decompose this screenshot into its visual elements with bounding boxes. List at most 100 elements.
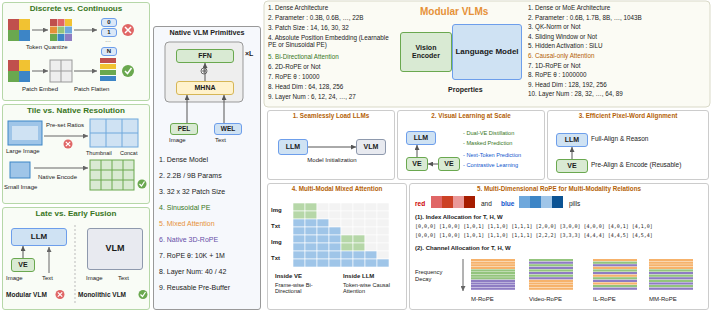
annotation: Properties bbox=[448, 86, 483, 94]
channel-bar bbox=[593, 275, 637, 277]
channel-bar bbox=[649, 269, 693, 271]
decoration bbox=[34, 168, 88, 169]
decoration bbox=[10, 162, 30, 178]
attention-cell bbox=[377, 203, 389, 211]
attention-cell bbox=[365, 227, 377, 235]
channel-bar bbox=[471, 280, 515, 282]
arrow-connector bbox=[205, 63, 206, 81]
channel-bar bbox=[593, 262, 637, 264]
decoration bbox=[125, 27, 131, 33]
decoration bbox=[463, 259, 464, 291]
panel-title: 3. Efficient Pixel-Word Alignment bbox=[548, 113, 708, 120]
annotation: Concat bbox=[120, 150, 137, 156]
box-label: 1 bbox=[107, 29, 110, 36]
box-label: VLM bbox=[364, 143, 379, 151]
annotation: (2). Channel Allocation for T, H, W bbox=[415, 245, 511, 252]
annotation: Inside LLM bbox=[343, 273, 374, 280]
annotation: - Next-Token Prediction bbox=[463, 152, 521, 158]
box-label: LLM bbox=[31, 233, 47, 242]
labeled-box: PEL bbox=[170, 123, 198, 135]
decoration bbox=[153, 26, 261, 310]
decoration bbox=[2, 207, 150, 310]
attention-cell bbox=[317, 203, 329, 211]
labeled-box: Vision Encoder bbox=[400, 32, 452, 72]
decoration bbox=[50, 34, 57, 41]
decoration bbox=[58, 19, 65, 26]
decoration bbox=[431, 196, 693, 291]
decoration bbox=[2, 104, 150, 204]
attention-cell bbox=[293, 251, 305, 259]
annotation: Frequency Decay bbox=[415, 269, 457, 282]
channel-bar bbox=[649, 285, 693, 287]
channel-bar bbox=[471, 288, 515, 290]
annotation: 8. RoPE θ : 1000000 bbox=[528, 71, 586, 78]
annotation: 3. QK-Norm or Not bbox=[528, 23, 580, 30]
annotation: Img bbox=[271, 207, 282, 214]
annotation: Patch Flatten bbox=[74, 86, 109, 93]
decoration bbox=[32, 30, 48, 31]
attention-cell bbox=[353, 235, 365, 243]
attention-cell bbox=[365, 203, 377, 211]
decoration bbox=[471, 259, 693, 290]
decoration bbox=[100, 76, 116, 81]
annotation: Text bbox=[42, 275, 53, 282]
attention-cell bbox=[365, 251, 377, 259]
attention-cell bbox=[341, 243, 353, 251]
channel-bar bbox=[593, 269, 637, 271]
channel-bar bbox=[529, 262, 573, 264]
attention-cell bbox=[293, 259, 305, 267]
attention-cell bbox=[377, 227, 389, 235]
attention-cell bbox=[341, 219, 353, 227]
annotation: MM-RoPE bbox=[649, 296, 677, 303]
channel-bar bbox=[471, 264, 515, 266]
channel-bar bbox=[529, 282, 573, 284]
attention-cell bbox=[353, 219, 365, 227]
channel-bar bbox=[529, 275, 573, 277]
box-label: PEL bbox=[178, 125, 191, 132]
decoration bbox=[64, 140, 73, 149]
annotation: 5. Bi-Directional Attention bbox=[268, 53, 396, 60]
labeled-box: WEL bbox=[214, 123, 242, 135]
labeled-box: LLM bbox=[556, 133, 588, 147]
channel-bar bbox=[649, 272, 693, 274]
annotation: 9. Reusable Pre-Buffer bbox=[159, 284, 230, 292]
annotation: 1. Dense Architecture bbox=[268, 4, 396, 11]
panel-title: 5. Multi-Dimensional RoPE for Multi-Moda… bbox=[410, 186, 708, 193]
annotation: 1. Dense or MoE Architecture bbox=[528, 4, 610, 11]
attention-cell bbox=[317, 243, 329, 251]
annotation: 3. Patch Size : 14, 16, 30, 32 bbox=[268, 24, 396, 31]
decoration bbox=[530, 196, 541, 208]
decoration bbox=[90, 119, 138, 147]
decoration bbox=[12, 126, 38, 140]
decoration bbox=[90, 160, 134, 190]
decoration bbox=[2, 2, 150, 101]
attention-cell bbox=[305, 227, 317, 235]
labeled-box: MHNA bbox=[176, 81, 234, 95]
attention-cell bbox=[305, 211, 317, 219]
channel-bar bbox=[649, 259, 693, 261]
arrow-connector bbox=[187, 95, 188, 123]
channel-bar bbox=[529, 269, 573, 271]
decoration bbox=[442, 196, 453, 208]
decoration bbox=[19, 30, 30, 41]
decoration bbox=[8, 19, 19, 30]
arrow-connector bbox=[224, 95, 225, 123]
attention-cell bbox=[353, 259, 365, 267]
annotation: Monolithic VLM bbox=[78, 291, 126, 298]
attention-cell bbox=[305, 235, 317, 243]
panel-title: Late vs. Early Fusion bbox=[3, 210, 149, 219]
box-label: LLM bbox=[286, 143, 300, 151]
channel-bar bbox=[649, 264, 693, 266]
decoration bbox=[56, 290, 65, 299]
attention-cell bbox=[377, 259, 389, 267]
annotation: 4. Sliding Window or Not bbox=[528, 33, 597, 40]
annotation: - Dual-VE Distillation bbox=[463, 130, 514, 136]
attention-cell bbox=[353, 251, 365, 259]
annotation: 5. Mixed Attention bbox=[159, 220, 215, 228]
decoration bbox=[122, 65, 134, 77]
attention-cell bbox=[341, 211, 353, 219]
channel-bar bbox=[471, 262, 515, 264]
attention-cell bbox=[365, 211, 377, 219]
channel-bar bbox=[593, 277, 637, 279]
